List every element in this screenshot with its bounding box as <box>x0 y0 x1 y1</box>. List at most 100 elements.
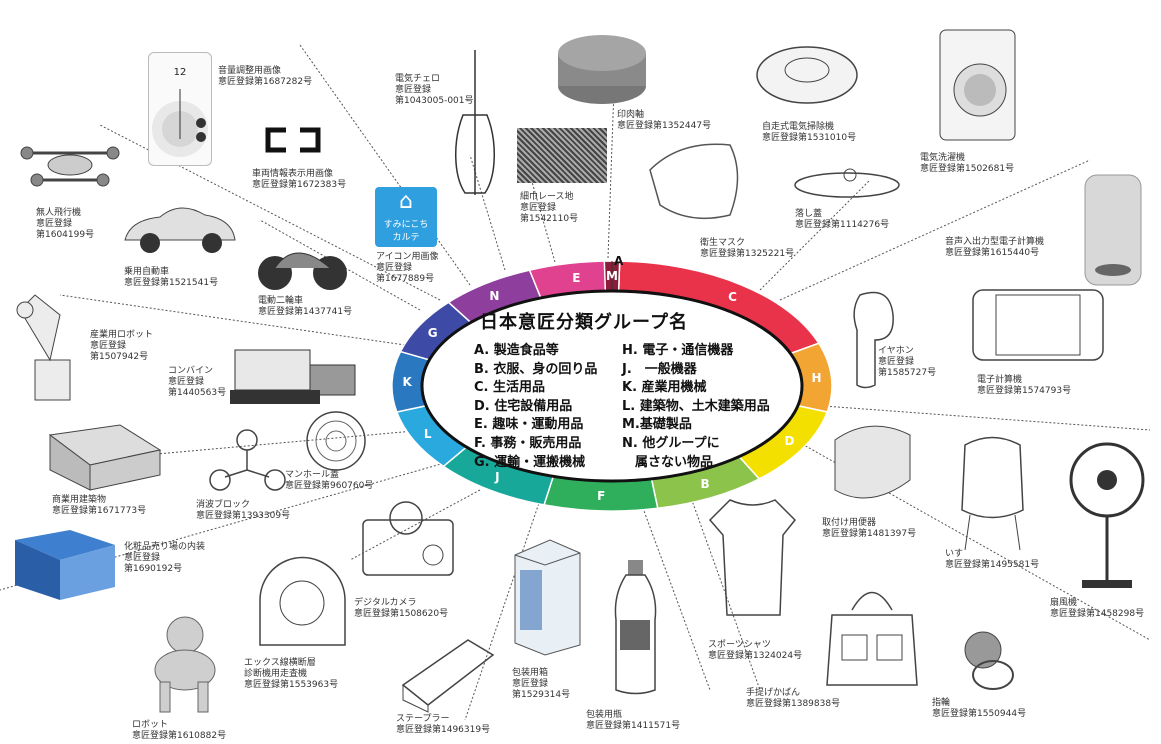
segment-letter-e: E <box>572 270 581 285</box>
motorcycle-icon <box>258 252 347 290</box>
segment-letter-g: G <box>427 325 438 340</box>
label-robot-dog: ロボット意匠登録第1610882号 <box>132 720 227 741</box>
hub-item-n-cont: 属さない物品 <box>622 454 714 470</box>
hub-title: 日本意匠分類グループ名 <box>480 312 688 333</box>
label-manhole: マンホール蓋意匠登録第960760号 <box>285 470 374 491</box>
earphone-icon <box>853 291 894 389</box>
segment-letter-j: J <box>495 470 500 485</box>
hub-item-j: J. 一般機器 <box>622 361 697 377</box>
hub-item-e: E. 趣味・運動用品 <box>474 417 584 433</box>
label-camera: デジタルカメラ意匠登録第1508620号 <box>354 598 449 619</box>
seal-pad-icon <box>558 35 646 104</box>
hub-item-b: B. 衣服、身の回り品 <box>474 361 598 377</box>
hub-item-g: G. 運輸・運搬機械 <box>474 454 586 470</box>
segment-letter-f: F <box>597 488 606 503</box>
hub-item-f: F. 事務・販売用品 <box>474 435 582 451</box>
label-smart-speaker: 音声入出力型電子計算機意匠登録第1615440号 <box>945 237 1045 258</box>
robot-dog-icon <box>154 616 216 713</box>
ct-scanner-icon <box>259 556 346 646</box>
segment-letter-m: M <box>606 269 618 283</box>
label-package-box: 包装用箱意匠登録第1529314号 <box>512 668 571 700</box>
label-seal-pad: 印肉軸意匠登録第1352447号 <box>617 110 712 131</box>
hub-list-left: A. 製造食品等 B. 衣服、身の回り品 C. 生活用品 D. 住宅設備用品 E… <box>474 342 597 472</box>
label-lid: 落し蓋意匠登録第1114276号 <box>795 209 890 230</box>
label-mask: 衛生マスク意匠登録第1325221号 <box>700 238 795 259</box>
bottle-icon <box>614 560 657 695</box>
label-car: 乗用自動車意匠登録第1521541号 <box>124 267 219 288</box>
vehicle-info-icon <box>265 127 321 153</box>
segment-letter-d: D <box>784 434 795 448</box>
console-icon <box>972 289 1104 361</box>
hub-item-m: M.基礎製品 <box>622 417 692 433</box>
hub-item-l: L. 建築物、土木建築用品 <box>622 398 770 414</box>
stapler-icon <box>401 639 495 713</box>
label-wave-block: 消波ブロック意匠登録第1393309号 <box>196 500 291 521</box>
label-robot-vacuum: 自走式電気掃除機意匠登録第1531010号 <box>762 122 857 143</box>
lid-icon <box>794 168 900 198</box>
mask-icon <box>649 143 739 220</box>
hub-item-n: N. 他グループに <box>622 435 720 451</box>
label-industrial-robot: 産業用ロボット意匠登録第1507942号 <box>90 330 154 362</box>
manhole-icon <box>306 411 366 471</box>
volume-value: 12 <box>173 67 187 78</box>
label-earphone: イヤホン意匠登録第1585727号 <box>878 346 937 378</box>
hub-ellipse <box>420 289 804 483</box>
sports-shirt-icon <box>708 499 797 616</box>
fan-icon <box>1069 442 1145 588</box>
label-ct-scanner: エックス線横断層診断機用走査機意匠登録第1553963号 <box>244 658 339 690</box>
label-stapler: ステープラー意匠登録第1496319号 <box>396 714 491 735</box>
hub-item-k: K. 産業用機械 <box>622 380 707 396</box>
cello-icon <box>455 50 495 195</box>
label-lace: 細巾レース地意匠登録第1542110号 <box>520 192 579 224</box>
label-toilet: 取付け用便器意匠登録第1481397号 <box>822 518 917 539</box>
label-washer: 電気洗濯機意匠登録第1502681号 <box>920 153 1015 174</box>
app-icon: ⌂ すみにこち カルテ <box>375 187 437 247</box>
label-chair: いす意匠登録第1495581号 <box>945 549 1040 570</box>
label-combine: コンバイン意匠登録第1440563号 <box>168 366 227 398</box>
label-sports-shirt: スポーツシャツ意匠登録第1324024号 <box>708 640 803 661</box>
cosmetics-store-icon <box>15 530 115 600</box>
app-icon-line2: カルテ <box>392 233 420 243</box>
label-volume-ui: 音量調整用画像意匠登録第1687282号 <box>218 66 313 87</box>
camera-icon <box>362 501 454 576</box>
washer-icon <box>939 29 1016 141</box>
segment-letter-k: K <box>402 375 412 390</box>
segment-letter-c: C <box>728 290 737 304</box>
label-commercial-building: 商業用建築物意匠登録第1671773号 <box>52 495 147 516</box>
volume-screen-icon: 12 <box>148 52 212 166</box>
hub-list-right: H. 電子・通信機器 J. 一般機器 K. 産業用機械 L. 建築物、土木建築用… <box>622 342 770 472</box>
label-motorcycle: 電動二輪車意匠登録第1437741号 <box>258 296 353 317</box>
label-handbag: 手提げかばん意匠登録第1389838号 <box>746 688 841 709</box>
label-cello: 電気チェロ意匠登録第1043005-001号 <box>395 74 474 106</box>
label-ring: 指輪意匠登録第1550944号 <box>932 698 1027 719</box>
ring-icon <box>964 631 1014 690</box>
label-vehicle-info: 車両情報表示用画像意匠登録第1672383号 <box>252 169 347 190</box>
hub-item-d: D. 住宅設備用品 <box>474 398 573 414</box>
label-cosmetics-store: 化粧品売り場の内装意匠登録第1690192号 <box>124 542 206 574</box>
industrial-robot-icon <box>16 294 71 401</box>
hub-item-a: A. 製造食品等 <box>474 343 559 358</box>
robot-vacuum-icon <box>756 46 858 104</box>
segment-letter-l: L <box>423 427 432 442</box>
combine-icon <box>230 349 356 404</box>
label-drone: 無人飛行機意匠登録第1604199号 <box>36 208 95 240</box>
car-icon <box>124 207 236 253</box>
label-bottle: 包装用瓶意匠登録第1411571号 <box>586 710 681 731</box>
segment-letter-a: A <box>614 254 624 268</box>
commercial-building-icon <box>48 424 162 491</box>
segment-letter-n: N <box>489 288 500 303</box>
segment-letter-b: B <box>700 477 710 491</box>
chair-icon <box>961 436 1024 551</box>
label-fan: 扇風機意匠登録第1458298号 <box>1050 598 1145 619</box>
handbag-icon <box>826 591 918 686</box>
lace-icon <box>517 128 607 183</box>
toilet-icon <box>834 425 911 499</box>
label-console: 電子計算機意匠登録第1574793号 <box>977 375 1072 396</box>
wave-block-icon <box>209 429 286 491</box>
package-box-icon <box>514 539 581 656</box>
label-app-icon: アイコン用画像意匠登録第1677889号 <box>376 252 439 284</box>
hub-item-c: C. 生活用品 <box>474 380 546 396</box>
smart-speaker-icon <box>1084 174 1142 286</box>
